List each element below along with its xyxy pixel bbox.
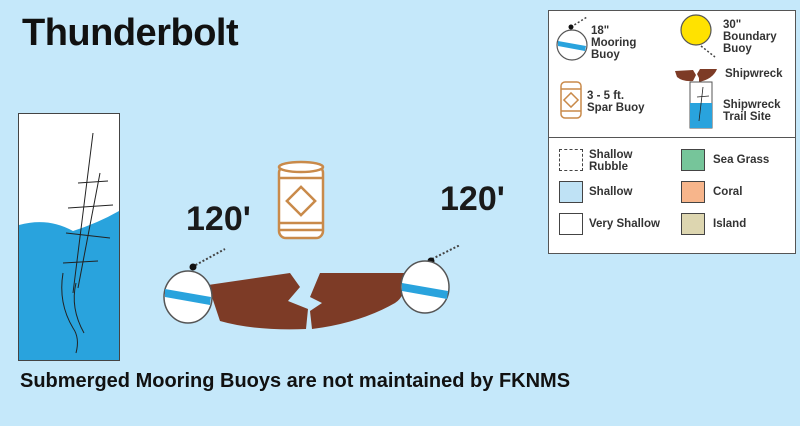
mooring-buoy-legend-icon — [556, 16, 588, 61]
trail-site-icon — [689, 81, 713, 129]
legend-label-shallow-rubble: Shallow Rubble — [589, 149, 633, 173]
swatch-very-shallow — [559, 213, 583, 235]
swatch-sea-grass — [681, 149, 705, 171]
depth-label-left: 120' — [186, 200, 251, 238]
depth-label-right: 120' — [440, 180, 505, 218]
map-title: Thunderbolt — [22, 12, 239, 54]
map-legend: 18" Mooring Buoy 30" Boundary Buoy Shipw… — [548, 10, 796, 254]
legend-label-very-shallow: Very Shallow — [589, 218, 660, 230]
shipwreck-scene — [163, 245, 461, 330]
legend-label-mooring-buoy: 18" Mooring Buoy — [591, 25, 637, 61]
legend-label-sea-grass: Sea Grass — [713, 154, 770, 166]
spar-buoy-icon — [277, 160, 325, 240]
shipwreck-legend-icon — [675, 69, 717, 82]
swatch-shallow-rubble — [559, 149, 583, 171]
caption: Submerged Mooring Buoys are not maintain… — [20, 370, 571, 392]
legend-label-trail-site: Shipwreck Trail Site — [723, 99, 781, 123]
swatch-shallow — [559, 181, 583, 203]
legend-label-shipwreck: Shipwreck — [725, 68, 783, 80]
legend-label-coral: Coral — [713, 186, 743, 198]
legend-label-spar-buoy: 3 - 5 ft. Spar Buoy — [587, 90, 645, 114]
mooring-buoy-left-icon — [163, 248, 226, 324]
mooring-buoy-right-icon — [400, 245, 461, 314]
swatch-coral — [681, 181, 705, 203]
legend-label-boundary-buoy: 30" Boundary Buoy — [723, 19, 777, 55]
legend-divider — [549, 137, 795, 138]
trail-site-panel — [18, 113, 120, 361]
shipwreck-icon — [208, 273, 410, 330]
boundary-buoy-icon — [680, 14, 716, 58]
swatch-island — [681, 213, 705, 235]
legend-label-shallow: Shallow — [589, 186, 633, 198]
spar-buoy-legend-icon — [560, 81, 582, 119]
legend-label-island: Island — [713, 218, 747, 230]
